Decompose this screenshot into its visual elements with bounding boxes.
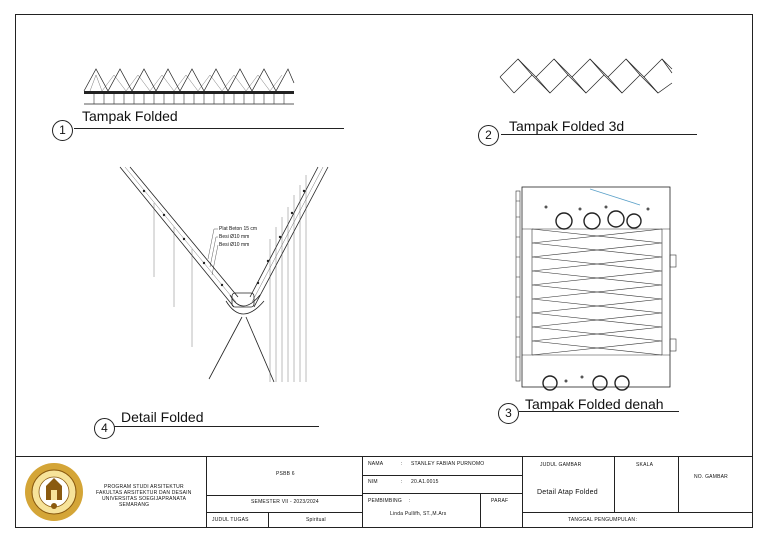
view-underline-3 bbox=[519, 411, 679, 412]
detail-annotation-1: Plat Beton 15 cm bbox=[219, 226, 258, 232]
semester: SEMESTER VII - 2023/2024 bbox=[251, 499, 319, 505]
folded-3d-drawing bbox=[499, 58, 673, 94]
pembimbing-label: PEMBIMBING bbox=[368, 498, 402, 504]
skala-label: SKALA bbox=[636, 462, 654, 468]
view-underline-4 bbox=[114, 426, 319, 427]
view-number-4: 4 bbox=[94, 418, 115, 439]
tanggal-label: TANGGAL PENGUMPULAN bbox=[568, 517, 636, 523]
detail-annotation-3: Besi Ø10 mm bbox=[219, 242, 250, 248]
nim-value: 20.A1.0015 bbox=[411, 479, 439, 485]
view-number-2: 2 bbox=[478, 125, 499, 146]
no-gambar-label: NO. GAMBAR bbox=[694, 474, 728, 480]
view-title-2: Tampak Folded 3d bbox=[509, 118, 625, 134]
judul-gambar-label: JUDUL GAMBAR bbox=[540, 462, 582, 468]
pembimbing-value: Linda Pullifh, ST.,M.Ars bbox=[390, 511, 447, 517]
paraf-label: PARAF bbox=[491, 498, 509, 504]
view-number-3: 3 bbox=[498, 403, 519, 424]
drawing-sheet: 1 Tampak Folded 2 Tampak Folded 3d bbox=[15, 14, 753, 528]
tanggal-separator: : bbox=[636, 517, 638, 523]
institution-line-1: PROGRAM STUDI ARSITEKTUR bbox=[104, 484, 184, 490]
pembimbing-separator: : bbox=[409, 498, 411, 504]
view-title-3: Tampak Folded denah bbox=[525, 396, 664, 412]
title-block: PROGRAM STUDI ARSITEKTUR FAKULTAS ARSITE… bbox=[16, 456, 752, 528]
nama-label: NAMA bbox=[368, 461, 384, 467]
judul-gambar-value: Detail Atap Folded bbox=[537, 489, 598, 496]
view-title-1: Tampak Folded bbox=[82, 108, 178, 124]
judul-tugas-value: Spiritual bbox=[306, 517, 326, 523]
course-name: PSBB 6 bbox=[276, 471, 295, 477]
folded-elevation-drawing bbox=[83, 68, 295, 105]
nim-separator: : bbox=[401, 479, 403, 485]
view-title-4: Detail Folded bbox=[121, 409, 204, 425]
folded-detail-drawing bbox=[119, 166, 329, 383]
institution-line-2: FAKULTAS ARSITEKTUR DAN DESAIN bbox=[96, 490, 192, 496]
detail-annotation-2: Besi Ø10 mm bbox=[219, 234, 250, 240]
view-underline-2 bbox=[501, 134, 697, 135]
judul-tugas-label: JUDUL TUGAS bbox=[212, 517, 249, 523]
university-seal-logo bbox=[25, 463, 83, 521]
nama-separator: : bbox=[401, 461, 403, 467]
nim-label: NIM bbox=[368, 479, 378, 485]
view-underline-1 bbox=[74, 128, 344, 129]
nama-value: STANLEY FABIAN PURNOMO bbox=[411, 461, 485, 467]
folded-plan-drawing bbox=[515, 186, 677, 391]
institution-line-3: UNIVERSITAS SOEGIJAPRANATA bbox=[102, 496, 187, 502]
institution-line-4: SEMARANG bbox=[119, 502, 150, 508]
view-number-1: 1 bbox=[52, 120, 73, 141]
